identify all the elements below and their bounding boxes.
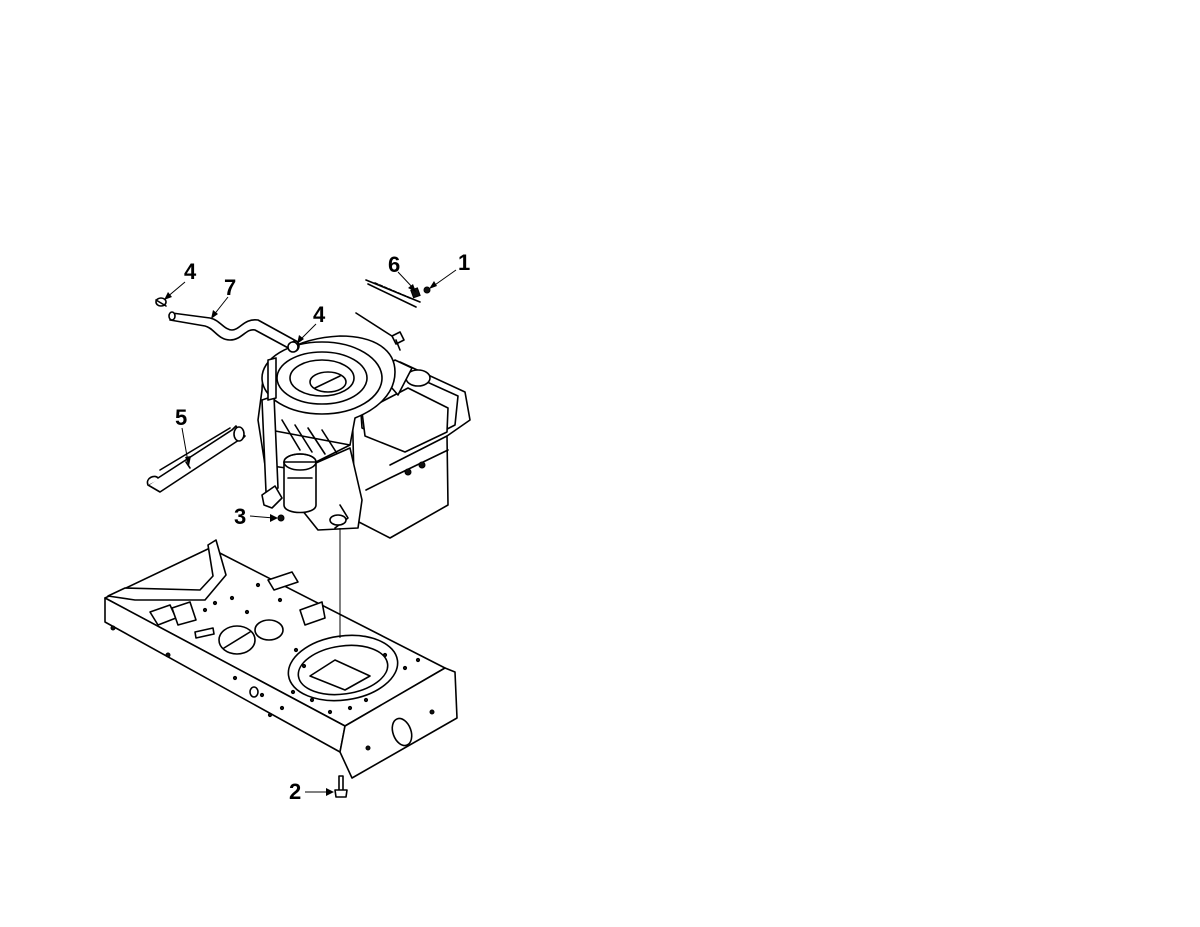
part-5-chute [146, 425, 246, 493]
throttle-cable [355, 312, 405, 351]
callout-5: 5 [175, 405, 187, 430]
part-4-clamp-left [155, 297, 167, 307]
callout-6: 6 [388, 252, 400, 277]
part-1-screw [423, 286, 431, 294]
callout-1: 1 [458, 250, 470, 275]
part-3-nut [277, 514, 285, 522]
chassis-frame [104, 539, 458, 779]
part-6-cable-clip [365, 279, 421, 308]
part-2-bolt [334, 775, 348, 798]
part-4-clamp-right [287, 341, 299, 353]
part-7-tube [168, 311, 300, 352]
callout-3: 3 [234, 504, 246, 529]
callout-4-left: 4 [184, 259, 197, 284]
callout-2: 2 [289, 779, 301, 804]
callout-4-right: 4 [313, 302, 326, 327]
leader-lines [164, 269, 457, 796]
callout-7: 7 [224, 275, 236, 300]
engine [257, 335, 471, 539]
